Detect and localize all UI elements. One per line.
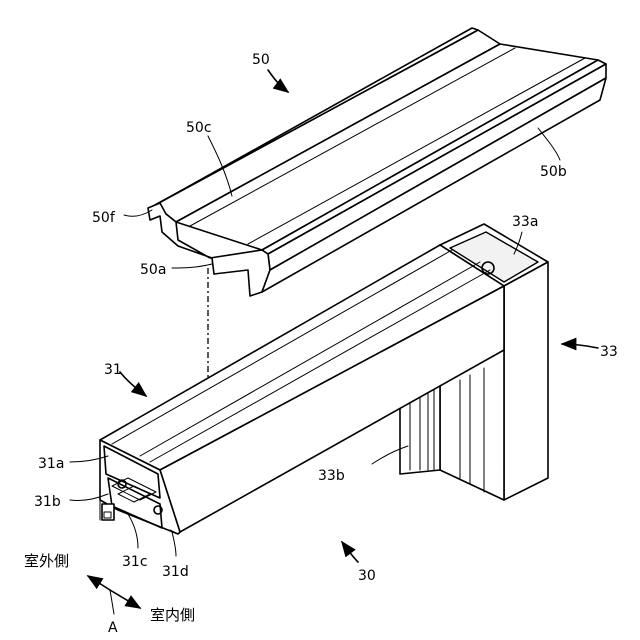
label-31b: 31b xyxy=(34,494,61,510)
label-31d: 31d xyxy=(162,564,189,580)
label-33b: 33b xyxy=(318,468,345,484)
label-31c: 31c xyxy=(122,554,148,570)
label-33a: 33a xyxy=(512,214,538,230)
label-31: 31 xyxy=(104,362,122,378)
label-outdoor-side: 室外側 xyxy=(24,552,69,570)
label-50a: 50a xyxy=(140,262,166,278)
label-50c: 50c xyxy=(186,120,212,136)
label-31a: 31a xyxy=(38,456,64,472)
label-33: 33 xyxy=(600,344,618,360)
label-50f: 50f xyxy=(92,210,116,226)
label-indoor-side: 室内側 xyxy=(150,606,195,624)
label-30: 30 xyxy=(358,568,376,584)
label-50: 50 xyxy=(252,52,270,68)
label-50b: 50b xyxy=(540,164,567,180)
label-direction-a: A xyxy=(108,620,118,636)
